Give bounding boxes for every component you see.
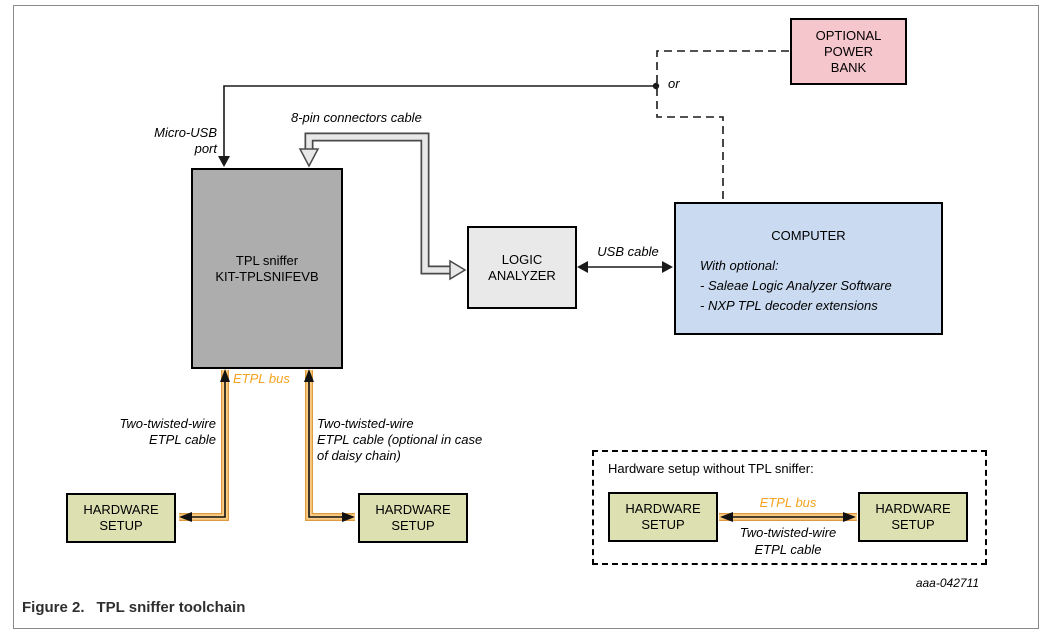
- artifact-id: aaa-042711: [915, 576, 979, 590]
- figure-caption-label: Figure 2.: [22, 599, 85, 616]
- figure-caption-title: TPL sniffer toolchain: [96, 599, 246, 616]
- etpl-bus-label: ETPL bus: [233, 371, 290, 386]
- inset-hardware-setup-box-left: HARDWARE SETUP: [608, 492, 718, 542]
- inset-hardware-setup-box-right: HARDWARE SETUP: [858, 492, 968, 542]
- computer-title: COMPUTER: [771, 228, 846, 243]
- micro-usb-port-label: Micro-USB port: [154, 125, 217, 156]
- hardware-setup-box-right: HARDWARE SETUP: [358, 493, 468, 543]
- inset-etpl-bus-label: ETPL bus: [759, 495, 817, 510]
- hardware-setup-box-left: HARDWARE SETUP: [66, 493, 176, 543]
- logic-analyzer-box: LOGIC ANALYZER: [467, 226, 577, 309]
- computer-software-list: With optional: - Saleae Logic Analyzer S…: [700, 258, 892, 313]
- inset-without-sniffer-box: [592, 450, 987, 565]
- tpl-sniffer-box: TPL sniffer KIT-TPLSNIFEVB: [191, 168, 343, 369]
- figure-caption: Figure 2. TPL sniffer toolchain: [22, 599, 245, 616]
- computer-box: COMPUTER With optional: - Saleae Logic A…: [674, 202, 943, 335]
- twisted-wire-label-left: Two-twisted-wire ETPL cable: [119, 416, 216, 447]
- usb-cable-label: USB cable: [597, 244, 659, 259]
- optional-power-bank-box: OPTIONAL POWER BANK: [790, 18, 907, 85]
- eight-pin-cable-label: 8-pin connectors cable: [291, 110, 422, 125]
- inset-cable-label: Two-twisted-wire ETPL cable: [739, 525, 837, 557]
- or-label: or: [668, 76, 680, 91]
- inset-title: Hardware setup without TPL sniffer:: [608, 461, 814, 476]
- twisted-wire-label-right: Two-twisted-wire ETPL cable (optional in…: [317, 416, 483, 463]
